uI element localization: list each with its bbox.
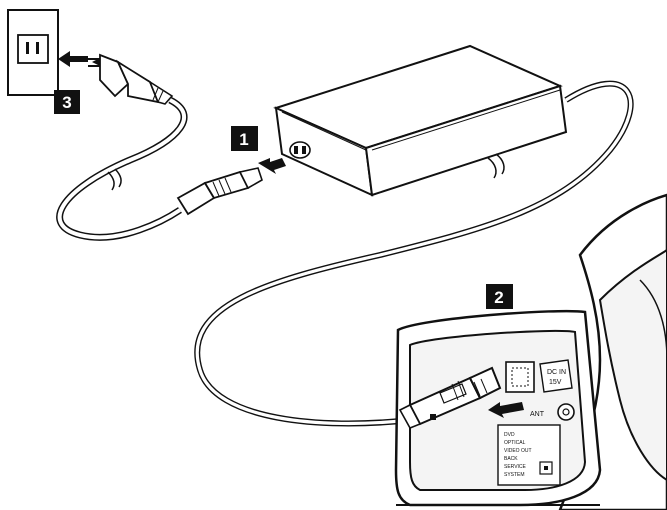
step-3-label: 3: [62, 93, 71, 112]
arrow-icon: [58, 51, 88, 67]
ac-plug-icon: [88, 53, 174, 105]
dc-in-label-line2: 15V: [549, 379, 562, 386]
iec-plug-icon: [176, 167, 263, 216]
panel-line-2: VIDEO OUT: [504, 448, 532, 454]
panel-line-0: DVD: [504, 432, 515, 438]
panel-line-3: BACK: [504, 456, 518, 462]
dc-plug-icon: [398, 366, 502, 430]
connector-panel: [497, 424, 561, 486]
dc-cord: [194, 80, 634, 427]
ant-label: ANT: [530, 411, 545, 418]
ac-adapter-icon: [273, 44, 568, 197]
step-1-badge: 1: [231, 126, 258, 151]
arrow-icon: [258, 158, 286, 174]
ac-cord: [56, 96, 188, 241]
dc-in-jack-icon: [505, 359, 573, 393]
step-1-label: 1: [239, 130, 248, 149]
step-2-label: 2: [494, 288, 503, 307]
panel-line-5: SYSTEM: [504, 472, 525, 478]
panel-line-4: SERVICE: [504, 464, 527, 470]
arrow-icon: [488, 402, 524, 418]
antenna-connector-icon: [557, 403, 575, 421]
wall-outlet-icon: [7, 9, 59, 96]
step-3-badge: 3: [54, 90, 80, 114]
dc-in-label-line1: DC IN: [547, 369, 566, 376]
step-2-badge: 2: [486, 284, 513, 309]
panel-line-1: OPTICAL: [504, 440, 526, 446]
